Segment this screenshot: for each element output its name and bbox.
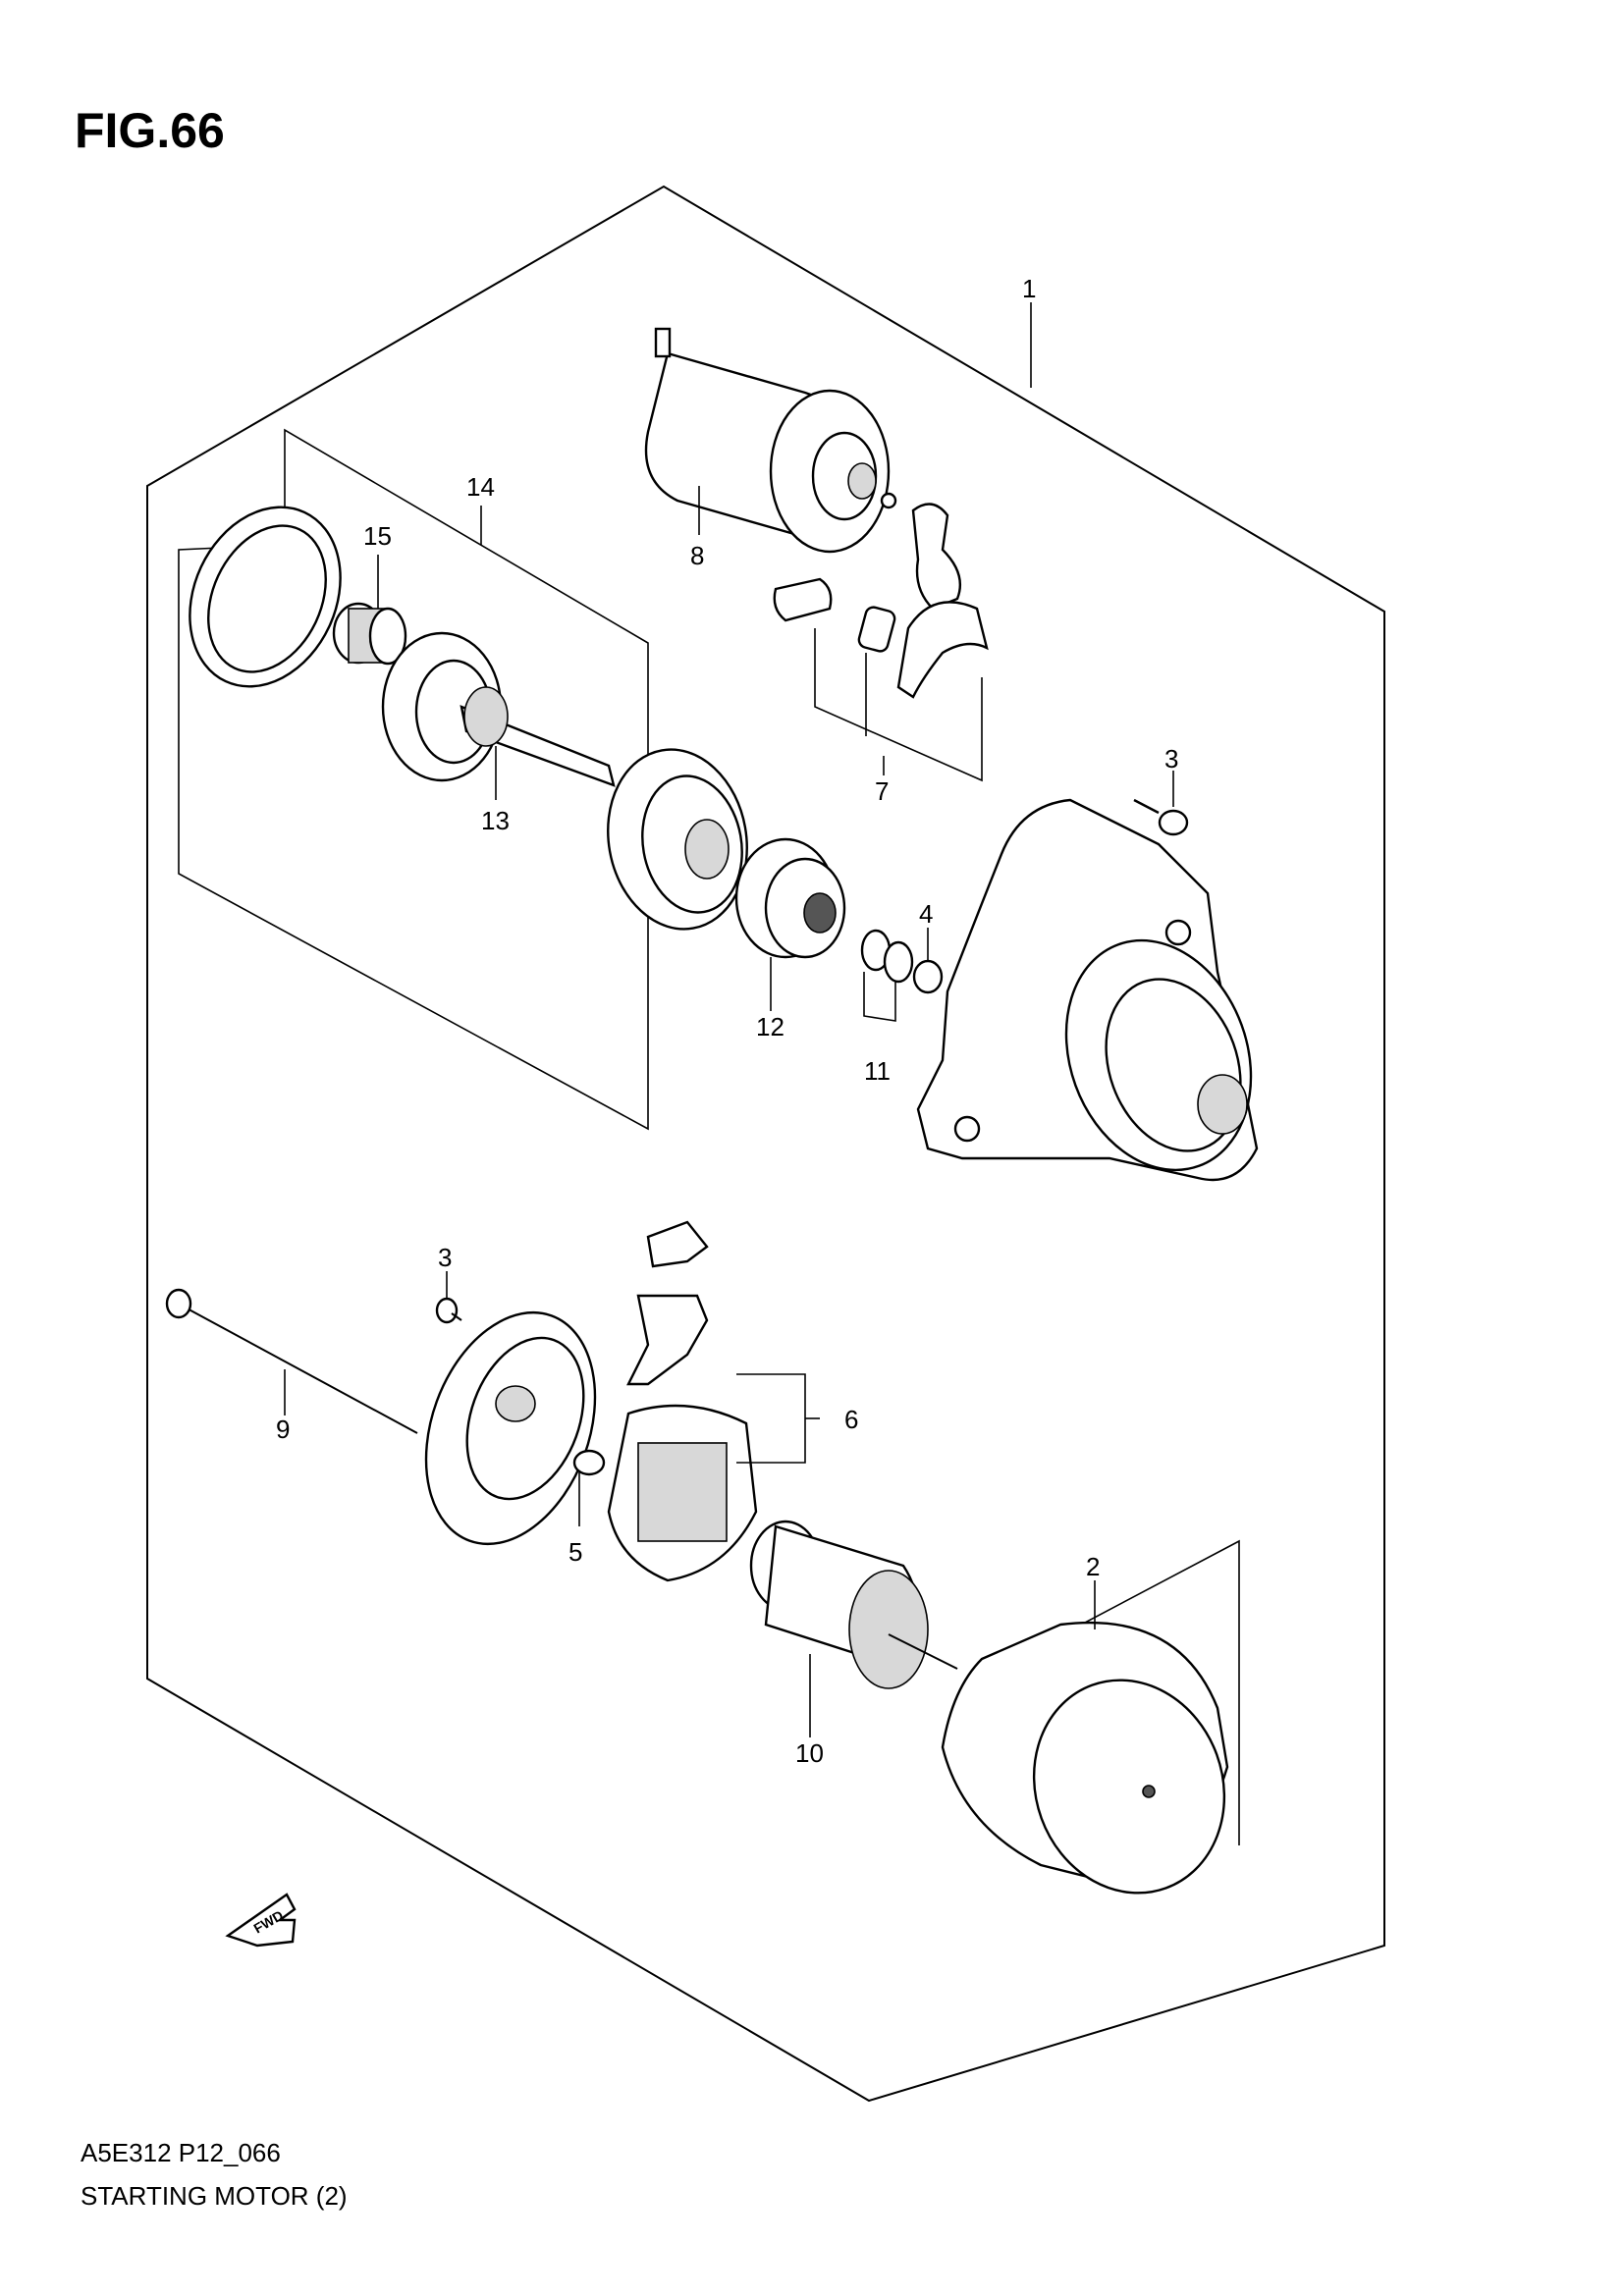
stop-ring-parts [860, 929, 914, 984]
callout-9: 9 [276, 1415, 290, 1444]
callout-13: 13 [481, 806, 510, 835]
pinion-shaft-part [381, 631, 616, 787]
gear-housing-cover-part [607, 748, 748, 931]
arrow-left-fwd-icon: FWD [225, 1893, 297, 1948]
bearing-part [332, 602, 407, 666]
assembly-boundary [146, 185, 1385, 2103]
yoke-part [941, 1621, 1229, 1895]
screw-part-lower [435, 1297, 462, 1324]
screw-part-upper [1133, 798, 1189, 836]
callout-5: 5 [568, 1537, 582, 1567]
callout-6: 6 [844, 1405, 858, 1434]
callout-11: 11 [864, 1056, 891, 1086]
figure-title: FIG.66 [75, 103, 225, 158]
overrunning-clutch-part [734, 837, 846, 959]
solenoid-part [644, 327, 897, 554]
figure-name: STARTING MOTOR (2) [81, 2181, 348, 2211]
lower-group-boundary [1015, 1539, 1240, 1845]
through-bolt-part [165, 1288, 418, 1434]
callout-15: 15 [363, 521, 392, 551]
plunger-parts [773, 577, 896, 653]
callout-4: 4 [919, 899, 933, 929]
callout-8: 8 [690, 541, 704, 570]
washer-part [572, 1449, 606, 1476]
callout-1: 1 [1022, 274, 1036, 303]
callout-10: 10 [795, 1738, 824, 1768]
callout-7: 7 [875, 776, 889, 806]
callout-12: 12 [756, 1012, 784, 1041]
shift-lever-part [896, 503, 989, 699]
callout-3-lower: 3 [438, 1243, 452, 1272]
brush-holder-part [607, 1220, 758, 1582]
callout-3-upper: 3 [1164, 744, 1178, 774]
end-frame-part [424, 1310, 597, 1546]
figure-code: A5E312 P12_066 [81, 2138, 281, 2167]
callout-2: 2 [1086, 1552, 1100, 1581]
armature-part [749, 1520, 958, 1689]
callout-14: 14 [466, 472, 495, 502]
snap-ring-part [189, 506, 342, 688]
bushing-part [912, 959, 944, 994]
drive-end-housing-part [916, 798, 1259, 1182]
